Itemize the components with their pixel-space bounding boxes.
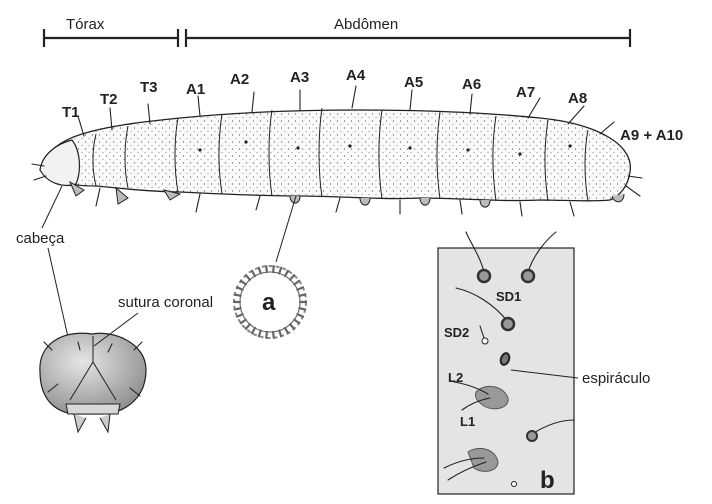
crochet-hook: [299, 295, 305, 296]
segment-label-a6: A6: [462, 76, 481, 93]
crochet-hook: [266, 332, 267, 338]
segment-label-t1: T1: [62, 104, 80, 121]
l1-label: L1: [460, 414, 475, 429]
segment-label-a8: A8: [568, 90, 587, 107]
detail-a-leader: [276, 196, 296, 262]
segment-label-a9-a10: A9 + A10: [620, 127, 683, 144]
head-label: cabeça: [16, 230, 65, 247]
segment-label-a1: A1: [186, 81, 205, 98]
crochet-hook: [299, 308, 305, 309]
abdomen-label: Abdômen: [334, 16, 398, 33]
crochet-hook: [235, 308, 241, 309]
thorax-label: Tórax: [66, 16, 105, 33]
segment-label-a7: A7: [516, 84, 535, 101]
segment-label-t2: T2: [100, 91, 118, 108]
spiracle-label: espiráculo: [582, 370, 650, 387]
head-capsule-drawing: [40, 333, 146, 432]
sd1-label: SD1: [496, 289, 521, 304]
segment-label-a2: A2: [230, 71, 249, 88]
l2-label: L2: [448, 370, 463, 385]
segment-label-a4: A4: [346, 67, 366, 84]
crochet-hook: [273, 266, 274, 272]
crochet-hook: [266, 266, 267, 272]
suture-label: sutura coronal: [118, 294, 213, 311]
setal-map-panel: [438, 232, 578, 494]
segment-label-t3: T3: [140, 79, 158, 96]
segment-label-a5: A5: [404, 74, 423, 91]
crochet-hook: [235, 295, 241, 296]
segment-label-a3: A3: [290, 69, 309, 86]
sd2-label: SD2: [444, 325, 469, 340]
detail-a-label: a: [262, 289, 276, 316]
larva-body: [32, 86, 642, 216]
crochet-hook: [273, 332, 274, 338]
detail-b-label: b: [540, 467, 555, 494]
